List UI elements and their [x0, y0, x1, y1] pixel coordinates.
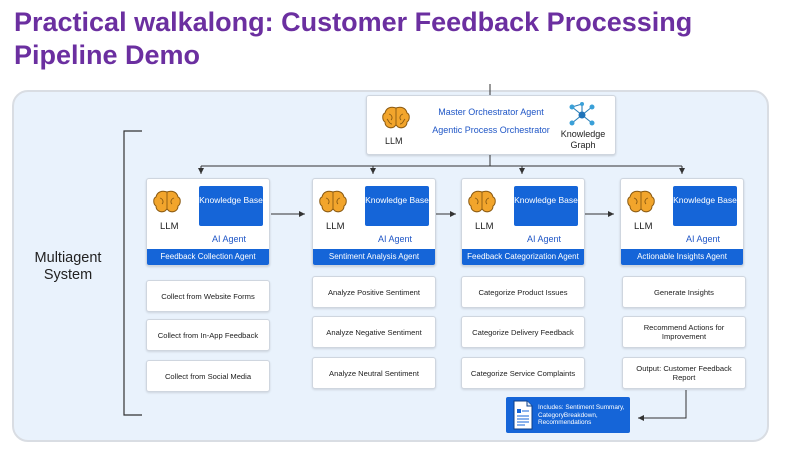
agent-card-feedback-categorization: LLM Knowledge Base AI Agent Feedback Cat…: [461, 178, 585, 266]
task-box: Collect from Website Forms: [146, 280, 270, 312]
ai-agent-label: AI Agent: [526, 234, 562, 244]
knowledge-base-box: Knowledge Base: [365, 186, 429, 226]
ai-agent-label: AI Agent: [377, 234, 413, 244]
task-box: Collect from Social Media: [146, 360, 270, 392]
task-box: Categorize Service Complaints: [461, 357, 585, 389]
brain-icon: [319, 190, 347, 213]
brain-icon: [153, 190, 181, 213]
report-output-box: Includes: Sentiment Summary, CategoryBre…: [506, 397, 630, 433]
master-orchestrator-card: LLM Master Orchestrator Agent Agentic Pr…: [366, 95, 616, 155]
llm-label: LLM: [160, 221, 179, 232]
knowledge-base-box: Knowledge Base: [199, 186, 263, 226]
brain-icon: [468, 190, 496, 213]
task-box: Generate Insights: [622, 276, 746, 308]
agent-name: Sentiment Analysis Agent: [313, 249, 435, 265]
task-box: Output: Customer Feedback Report: [622, 357, 746, 389]
task-box: Analyze Positive Sentiment: [312, 276, 436, 308]
llm-label: LLM: [475, 221, 494, 232]
orchestrator-llm-label: LLM: [385, 136, 403, 146]
task-box: Analyze Neutral Sentiment: [312, 357, 436, 389]
agent-card-sentiment-analysis: LLM Knowledge Base AI Agent Sentiment An…: [312, 178, 436, 266]
document-icon: [513, 400, 533, 430]
task-box: Collect from In-App Feedback: [146, 319, 270, 351]
knowledge-base-box: Knowledge Base: [673, 186, 737, 226]
task-box: Recommend Actions for Improvement: [622, 316, 746, 348]
agent-card-feedback-collection: LLM Knowledge Base AI Agent Feedback Col…: [146, 178, 270, 266]
network-graph-icon: [569, 102, 595, 126]
knowledge-base-box: Knowledge Base: [514, 186, 578, 226]
task-box: Categorize Product Issues: [461, 276, 585, 308]
ai-agent-label: AI Agent: [685, 234, 721, 244]
page-title: Practical walkalong: Customer Feedback P…: [14, 7, 693, 70]
brain-icon: [382, 106, 410, 129]
agent-name: Feedback Collection Agent: [147, 249, 269, 265]
report-note: Includes: Sentiment Summary, CategoryBre…: [538, 404, 625, 426]
agent-name: Feedback Categorization Agent: [462, 249, 584, 265]
agent-name: Actionable Insights Agent: [621, 249, 743, 265]
llm-label: LLM: [326, 221, 345, 232]
orchestrator-subtitle: Agentic Process Orchestrator: [432, 125, 550, 135]
agent-card-actionable-insights: LLM Knowledge Base AI Agent Actionable I…: [620, 178, 744, 266]
task-box: Analyze Negative Sentiment: [312, 316, 436, 348]
orchestrator-name: Master Orchestrator Agent: [438, 107, 544, 117]
brain-icon: [627, 190, 655, 213]
knowledge-graph-label: Knowledge Graph: [560, 129, 606, 150]
task-box: Categorize Delivery Feedback: [461, 316, 585, 348]
llm-label: LLM: [634, 221, 653, 232]
multiagent-system-label: Multiagent System: [34, 250, 102, 283]
ai-agent-label: AI Agent: [211, 234, 247, 244]
